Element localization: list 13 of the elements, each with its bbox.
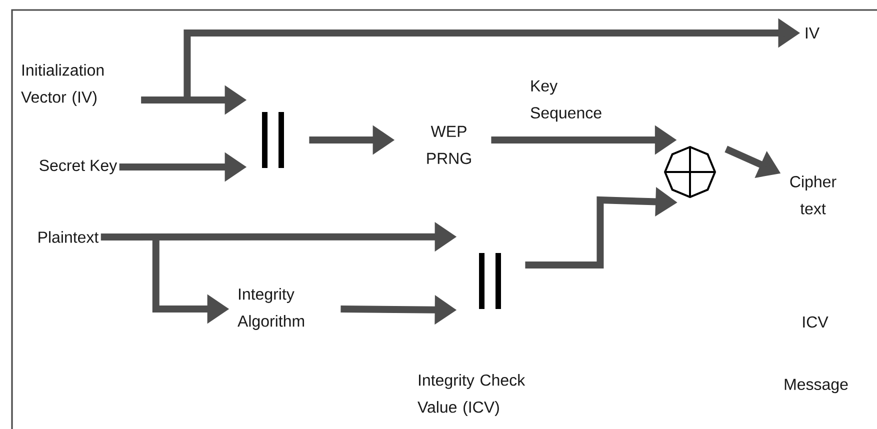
output-label: Cipher text [790, 176, 836, 214]
process-label: WEP PRNG [427, 126, 471, 164]
concatenation-symbol [479, 253, 501, 309]
concatenation-symbol [262, 112, 284, 168]
output-label: ICV [803, 316, 828, 328]
process-label: Integrity Algorithm [238, 288, 304, 330]
output-label: Message [784, 378, 848, 394]
edge-label: Key Sequence [530, 80, 602, 122]
input-label: Secret Key [40, 160, 118, 174]
output-label: IV [806, 28, 820, 38]
caption-label: Integrity Check Value (ICV) [418, 374, 526, 416]
input-label: Initialization Vector (IV) [21, 64, 104, 106]
input-label: Plaintext [38, 231, 99, 243]
